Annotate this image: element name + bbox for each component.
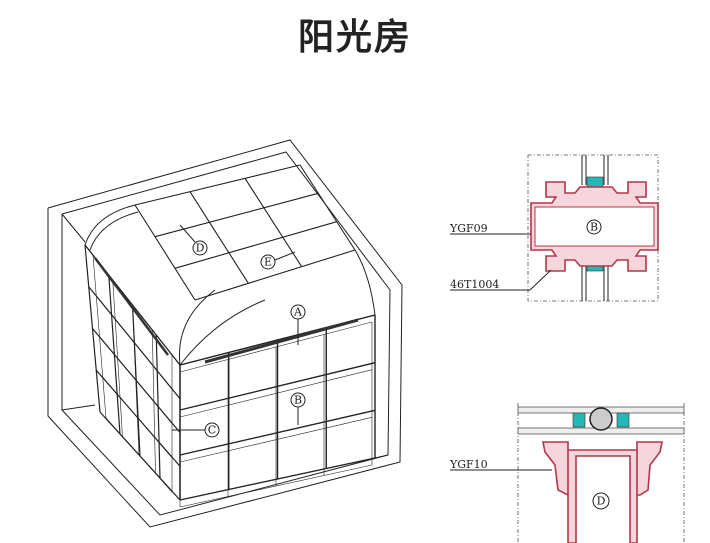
svg-text:B: B [294,394,302,407]
svg-text:B: B [590,221,598,234]
wall-outline [47,139,403,528]
roof-curves [84,204,376,366]
roof-transom [174,221,337,269]
front-face-inner-transom [179,321,373,373]
roof-mullion [244,178,303,267]
label-c: C [172,422,220,438]
label-a: A [290,304,306,345]
svg-text:C: C [208,424,216,437]
front-face-transom [179,361,376,411]
side-face-inner-transom [105,417,173,493]
front-face-inner-transom [179,417,373,463]
roof-transom [194,249,356,301]
svg-text:A: A [293,306,303,319]
label-d: D [179,224,208,256]
side-face-inner-transom [99,336,173,424]
side-face-inner-transom [96,295,173,390]
svg-text:D: D [196,242,205,255]
roof-transom [154,192,319,238]
front-face-transom [179,457,376,501]
label-b: B [290,392,306,425]
ygf10-label: YGF10 [449,458,488,471]
roof-mullion [134,204,196,301]
svg-text:E: E [264,256,272,269]
label-e: E [260,251,296,270]
46t1004-label: 46T1004 [450,278,499,291]
roof-transom [134,164,301,206]
roof-mullion [299,164,356,251]
front-face-inner-transom [179,464,373,508]
svg-text:D: D [597,495,606,508]
sunroom-frame [84,164,376,508]
roof-mullion [189,191,249,284]
detail-ygf09: B YGF09 46T1004 [449,154,659,302]
ygf09-label: YGF09 [449,222,488,235]
page-title: 阳光房 [297,17,412,58]
front-face-transom [179,409,376,456]
side-face-inner-transom [102,377,173,458]
front-face-inner-transom [179,369,373,418]
detail-ygf10: D YGF10 [449,403,685,543]
